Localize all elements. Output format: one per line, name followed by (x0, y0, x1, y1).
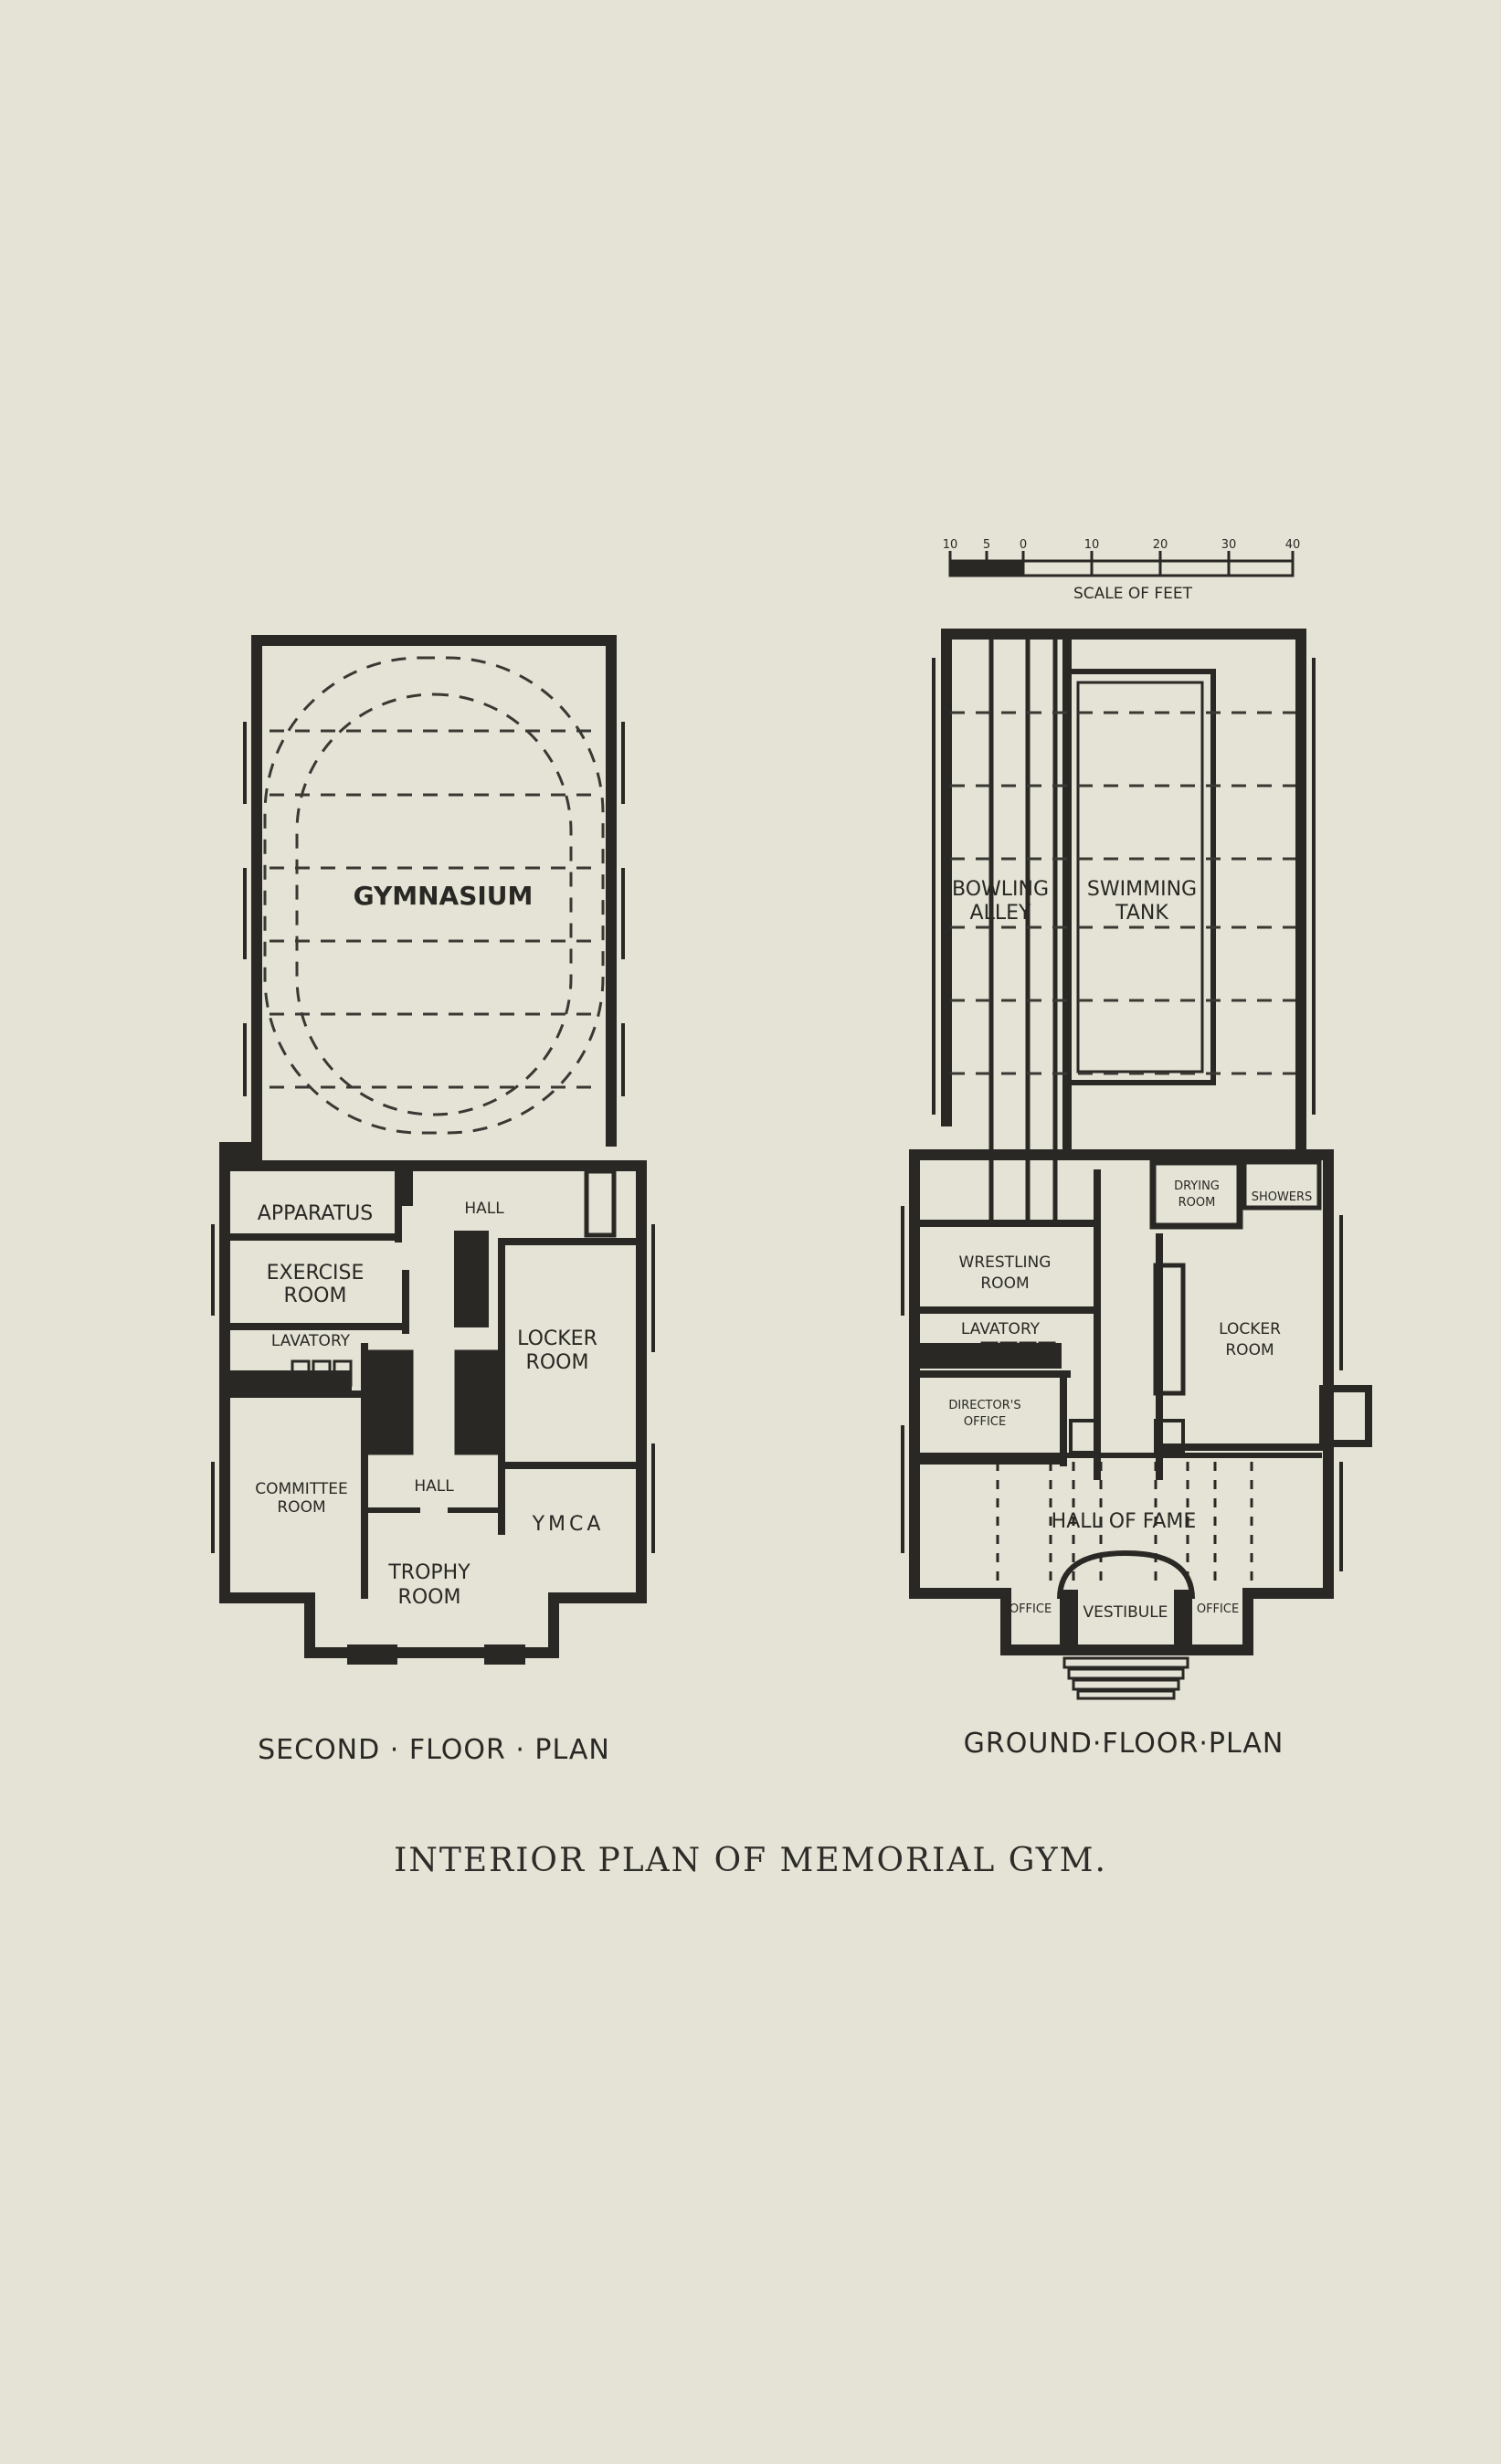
scale-of-feet: 10 5 0 10 20 30 40 SCALE OF FEET (943, 538, 1301, 603)
scale-label: SCALE OF FEET (1073, 585, 1193, 603)
trophy-room-label: TROPHY (387, 1561, 470, 1584)
wrestling-room-label: WRESTLING (959, 1253, 1052, 1272)
scale-tick: 10 (943, 538, 958, 552)
drying-room-label: DRYING (1174, 1179, 1220, 1193)
ground-floor-plan-title: GROUND·FLOOR·PLAN (964, 1728, 1284, 1760)
showers-label: SHOWERS (1252, 1190, 1313, 1204)
locker-room-label-2: ROOM (526, 1351, 589, 1374)
hall-upper-label: HALL (464, 1200, 504, 1218)
ground-floor-plan: BOWLING ALLEY SWIMMING TANK DRYING ROOM … (901, 629, 1372, 1760)
office-right-label: OFFICE (1197, 1602, 1239, 1616)
wrestling-room-label-2: ROOM (980, 1274, 1029, 1293)
directors-office-label: DIRECTOR'S (948, 1399, 1020, 1412)
scale-tick: 30 (1221, 538, 1237, 552)
locker-room-label: LOCKER (517, 1327, 597, 1350)
locker-room-ground-label: LOCKER (1219, 1320, 1281, 1338)
exercise-room-label-2: ROOM (284, 1285, 347, 1307)
lavatory-ground-label: LAVATORY (961, 1320, 1041, 1338)
bowling-alley-label: BOWLING (952, 878, 1049, 901)
trophy-room-label-2: ROOM (398, 1586, 461, 1609)
gymnasium-label: GYMNASIUM (354, 881, 534, 911)
lavatory-label: LAVATORY (271, 1332, 351, 1350)
second-floor-plan: GYMNASIUM APPARATUS HALL EXERCISE ROOM L… (211, 635, 655, 1766)
committee-room-label: COMMITTEE (255, 1480, 348, 1498)
apparatus-label: APPARATUS (258, 1202, 373, 1225)
scale-tick: 10 (1084, 538, 1100, 552)
exercise-room-label: EXERCISE (267, 1262, 365, 1285)
scale-tick: 5 (983, 538, 990, 552)
swimming-tank-label-2: TANK (1115, 902, 1168, 925)
directors-office-label-2: OFFICE (964, 1415, 1006, 1429)
committee-room-label-2: ROOM (277, 1498, 325, 1517)
ymca-label: YMCA (532, 1513, 605, 1536)
scale-tick: 40 (1285, 538, 1301, 552)
drying-room-label-2: ROOM (1179, 1196, 1216, 1210)
office-left-label: OFFICE (1009, 1602, 1052, 1616)
vestibule-label: VESTIBULE (1083, 1603, 1168, 1622)
scale-tick: 0 (1020, 538, 1027, 552)
hall-lower-label: HALL (414, 1477, 454, 1496)
bowling-alley-label-2: ALLEY (970, 902, 1031, 925)
hall-of-fame-label: HALL OF FAME (1052, 1510, 1197, 1533)
swimming-tank-label: SWIMMING (1087, 878, 1197, 901)
scale-tick: 20 (1153, 538, 1168, 552)
second-floor-plan-title: SECOND · FLOOR · PLAN (258, 1734, 610, 1766)
locker-room-ground-label-2: ROOM (1225, 1341, 1274, 1359)
figure-caption: INTERIOR PLAN OF MEMORIAL GYM. (394, 1842, 1107, 1879)
